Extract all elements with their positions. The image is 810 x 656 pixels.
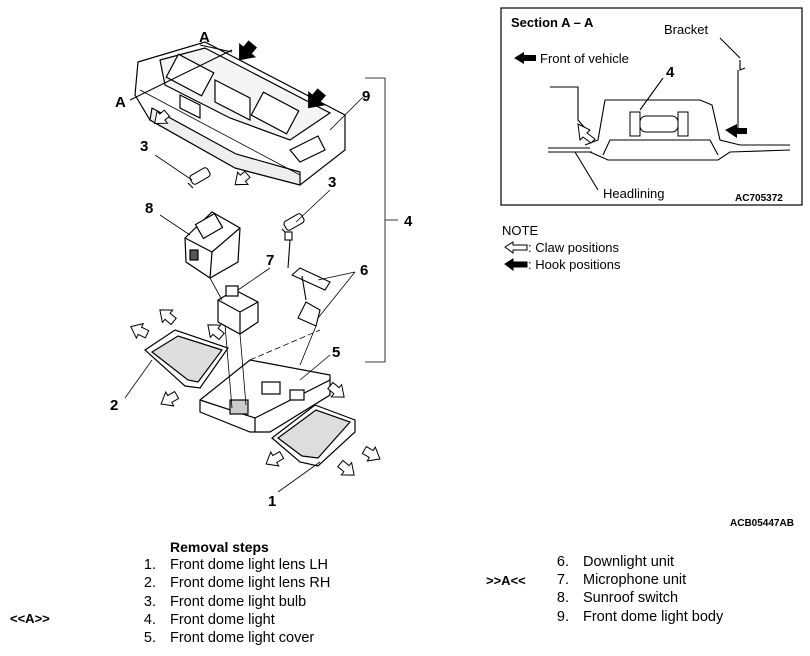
callout-8: 8 [145,200,153,217]
note-claw: : Claw positions [528,240,620,255]
callout-3-left: 3 [140,138,148,155]
ref-a-right: >>A<< [486,573,526,588]
note-block: NOTE : Claw positions : Hook positions [502,223,621,272]
removal-steps-heading: Removal steps [170,539,269,555]
callout-4: 4 [404,213,413,230]
hook-legend-icon [504,258,528,271]
section-inset: Section A – A Bracket Front of vehicle 4… [500,7,803,206]
callout-a-left: A [115,94,126,111]
lens-left [144,329,229,389]
front-of-vehicle-label: Front of vehicle [540,51,629,66]
bracket-label: Bracket [664,22,708,37]
lens-right [271,404,356,467]
callout-6: 6 [360,262,368,279]
callout-3-right: 3 [328,174,336,191]
dome-light-body [134,41,346,186]
note-hook: : Hook positions [528,257,621,272]
callout-5: 5 [332,344,340,361]
callout-a-top: A [199,29,210,46]
sunroof-switch [184,211,241,279]
section-code: AC705372 [735,193,783,204]
dome-light-cover [199,359,331,433]
callout-7: 7 [266,252,274,269]
claw-arrows [130,109,381,476]
callout-1: 1 [268,493,276,510]
claw-legend-icon [504,241,528,254]
hook-arrow-icon [725,124,747,138]
section-callout-4: 4 [666,64,675,81]
claw-arrow-icon [577,123,596,144]
note-title: NOTE [502,223,538,238]
bulb-right [281,213,305,235]
leader-lines [124,77,398,493]
front-arrow-icon [514,52,536,64]
assembly-lines [209,277,321,409]
hook-arrows [239,40,326,109]
microphone-unit [217,285,259,335]
callout-2: 2 [110,397,118,414]
figure-code: ACB05447AB [730,518,794,529]
bulb-left [187,167,211,189]
ref-a-left: <<A>> [10,611,50,626]
section-title: Section A – A [511,15,594,30]
callout-9: 9 [362,88,370,105]
headlining-label: Headlining [603,186,664,201]
section-line [129,44,233,101]
downlight-unit [284,231,331,327]
exploded-diagram: A A 3 3 8 7 6 5 2 1 9 4 Section A – A Br… [110,7,803,529]
